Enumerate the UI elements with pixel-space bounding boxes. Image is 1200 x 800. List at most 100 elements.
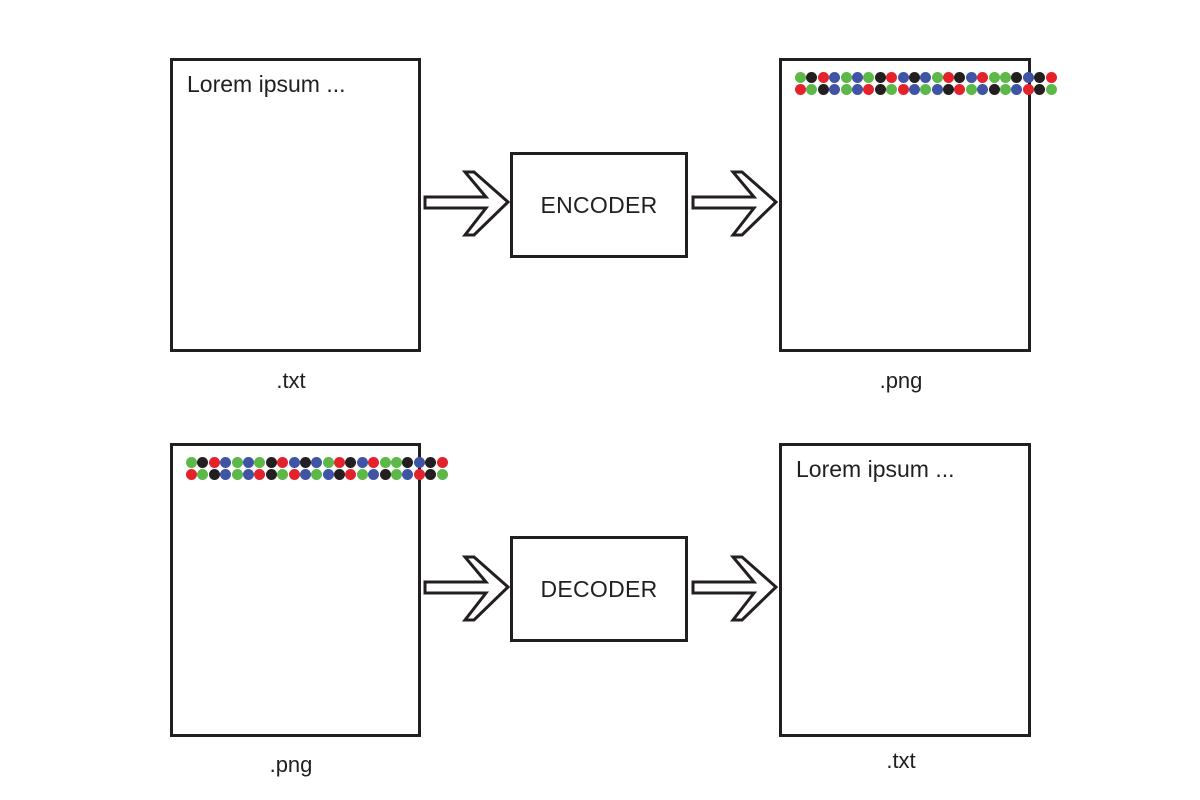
pixel-row-2 bbox=[186, 469, 448, 481]
pixel-dot bbox=[863, 84, 875, 95]
pixel-dot bbox=[322, 457, 334, 468]
output-text-document: Lorem ipsum ... bbox=[779, 443, 1031, 737]
pixel-dot bbox=[886, 72, 898, 83]
pixel-dot bbox=[897, 84, 909, 95]
input-image-document bbox=[170, 443, 448, 737]
input-text-document: Lorem ipsum ... bbox=[170, 58, 421, 352]
pixel-dot bbox=[311, 469, 323, 480]
encoded-pixel-pattern bbox=[795, 72, 1057, 96]
pixel-dot bbox=[242, 469, 254, 480]
pixel-dot bbox=[265, 457, 277, 468]
pixel-dot bbox=[943, 84, 955, 95]
pixel-dot bbox=[1045, 84, 1057, 95]
pixel-dot bbox=[977, 84, 989, 95]
encoded-pixel-pattern bbox=[186, 457, 448, 481]
pixel-dot bbox=[186, 457, 197, 468]
pixel-dot bbox=[863, 72, 875, 83]
pixel-dot bbox=[977, 72, 989, 83]
pixel-dot bbox=[379, 469, 391, 480]
pixel-dot bbox=[311, 457, 323, 468]
document-text: Lorem ipsum ... bbox=[187, 71, 346, 97]
pixel-dot bbox=[965, 84, 977, 95]
pixel-row-1 bbox=[795, 72, 1057, 84]
pixel-dot bbox=[1034, 84, 1046, 95]
pixel-dot bbox=[231, 469, 243, 480]
right-arrow-icon bbox=[691, 555, 779, 622]
pixel-dot bbox=[277, 469, 289, 480]
pixel-dot bbox=[851, 84, 863, 95]
pixel-dot bbox=[954, 72, 966, 83]
input-file-extension: .txt bbox=[276, 368, 306, 393]
pixel-dot bbox=[817, 84, 829, 95]
pixel-dot bbox=[186, 469, 197, 480]
pixel-dot bbox=[242, 457, 254, 468]
right-arrow-icon bbox=[691, 170, 779, 237]
pixel-dot bbox=[322, 469, 334, 480]
right-arrow-icon bbox=[423, 555, 511, 622]
pixel-dot bbox=[931, 72, 943, 83]
pixel-dot bbox=[265, 469, 277, 480]
pixel-dot bbox=[288, 469, 300, 480]
pixel-dot bbox=[425, 469, 437, 480]
pixel-dot bbox=[897, 72, 909, 83]
pixel-dot bbox=[795, 72, 806, 83]
output-file-extension: .png bbox=[879, 368, 923, 393]
pixel-dot bbox=[208, 457, 220, 468]
pixel-dot bbox=[345, 457, 357, 468]
pixel-dot bbox=[988, 72, 1000, 83]
pixel-dot bbox=[931, 84, 943, 95]
pixel-dot bbox=[197, 469, 209, 480]
pixel-dot bbox=[277, 457, 289, 468]
decoder-box: DECODER bbox=[510, 536, 688, 642]
pixel-dot bbox=[840, 84, 852, 95]
input-file-extension: .png bbox=[269, 752, 313, 777]
pixel-dot bbox=[806, 84, 818, 95]
pixel-dot bbox=[874, 72, 886, 83]
pixel-dot bbox=[197, 457, 209, 468]
pixel-dot bbox=[391, 469, 403, 480]
pixel-dot bbox=[1011, 84, 1023, 95]
pixel-dot bbox=[288, 457, 300, 468]
pixel-dot bbox=[908, 84, 920, 95]
pixel-dot bbox=[356, 457, 368, 468]
pixel-dot bbox=[920, 72, 932, 83]
pixel-dot bbox=[874, 84, 886, 95]
pixel-dot bbox=[1045, 72, 1057, 83]
pixel-dot bbox=[817, 72, 829, 83]
pixel-dot bbox=[436, 469, 448, 480]
pixel-dot bbox=[795, 84, 806, 95]
pixel-dot bbox=[220, 457, 232, 468]
pixel-dot bbox=[368, 457, 380, 468]
pixel-dot bbox=[988, 84, 1000, 95]
pixel-dot bbox=[806, 72, 818, 83]
pixel-dot bbox=[334, 469, 346, 480]
pixel-dot bbox=[254, 469, 266, 480]
pixel-dot bbox=[1011, 72, 1023, 83]
pixel-dot bbox=[943, 72, 955, 83]
pixel-row-1 bbox=[186, 457, 448, 469]
pixel-dot bbox=[1000, 84, 1012, 95]
pixel-dot bbox=[829, 84, 841, 95]
pixel-dot bbox=[220, 469, 232, 480]
pixel-dot bbox=[908, 72, 920, 83]
pixel-dot bbox=[920, 84, 932, 95]
right-arrow-icon bbox=[423, 170, 511, 237]
document-text: Lorem ipsum ... bbox=[796, 456, 955, 482]
pixel-dot bbox=[334, 457, 346, 468]
pixel-dot bbox=[254, 457, 266, 468]
pixel-dot bbox=[299, 469, 311, 480]
pixel-dot bbox=[208, 469, 220, 480]
output-image-document bbox=[779, 58, 1057, 352]
pixel-dot bbox=[965, 72, 977, 83]
pixel-dot bbox=[379, 457, 391, 468]
pixel-dot bbox=[840, 72, 852, 83]
pixel-dot bbox=[1000, 72, 1012, 83]
pixel-dot bbox=[299, 457, 311, 468]
pixel-dot bbox=[231, 457, 243, 468]
pixel-dot bbox=[402, 457, 414, 468]
pixel-dot bbox=[413, 457, 425, 468]
pixel-dot bbox=[1034, 72, 1046, 83]
pixel-dot bbox=[1022, 72, 1034, 83]
pixel-dot bbox=[413, 469, 425, 480]
pixel-dot bbox=[425, 457, 437, 468]
